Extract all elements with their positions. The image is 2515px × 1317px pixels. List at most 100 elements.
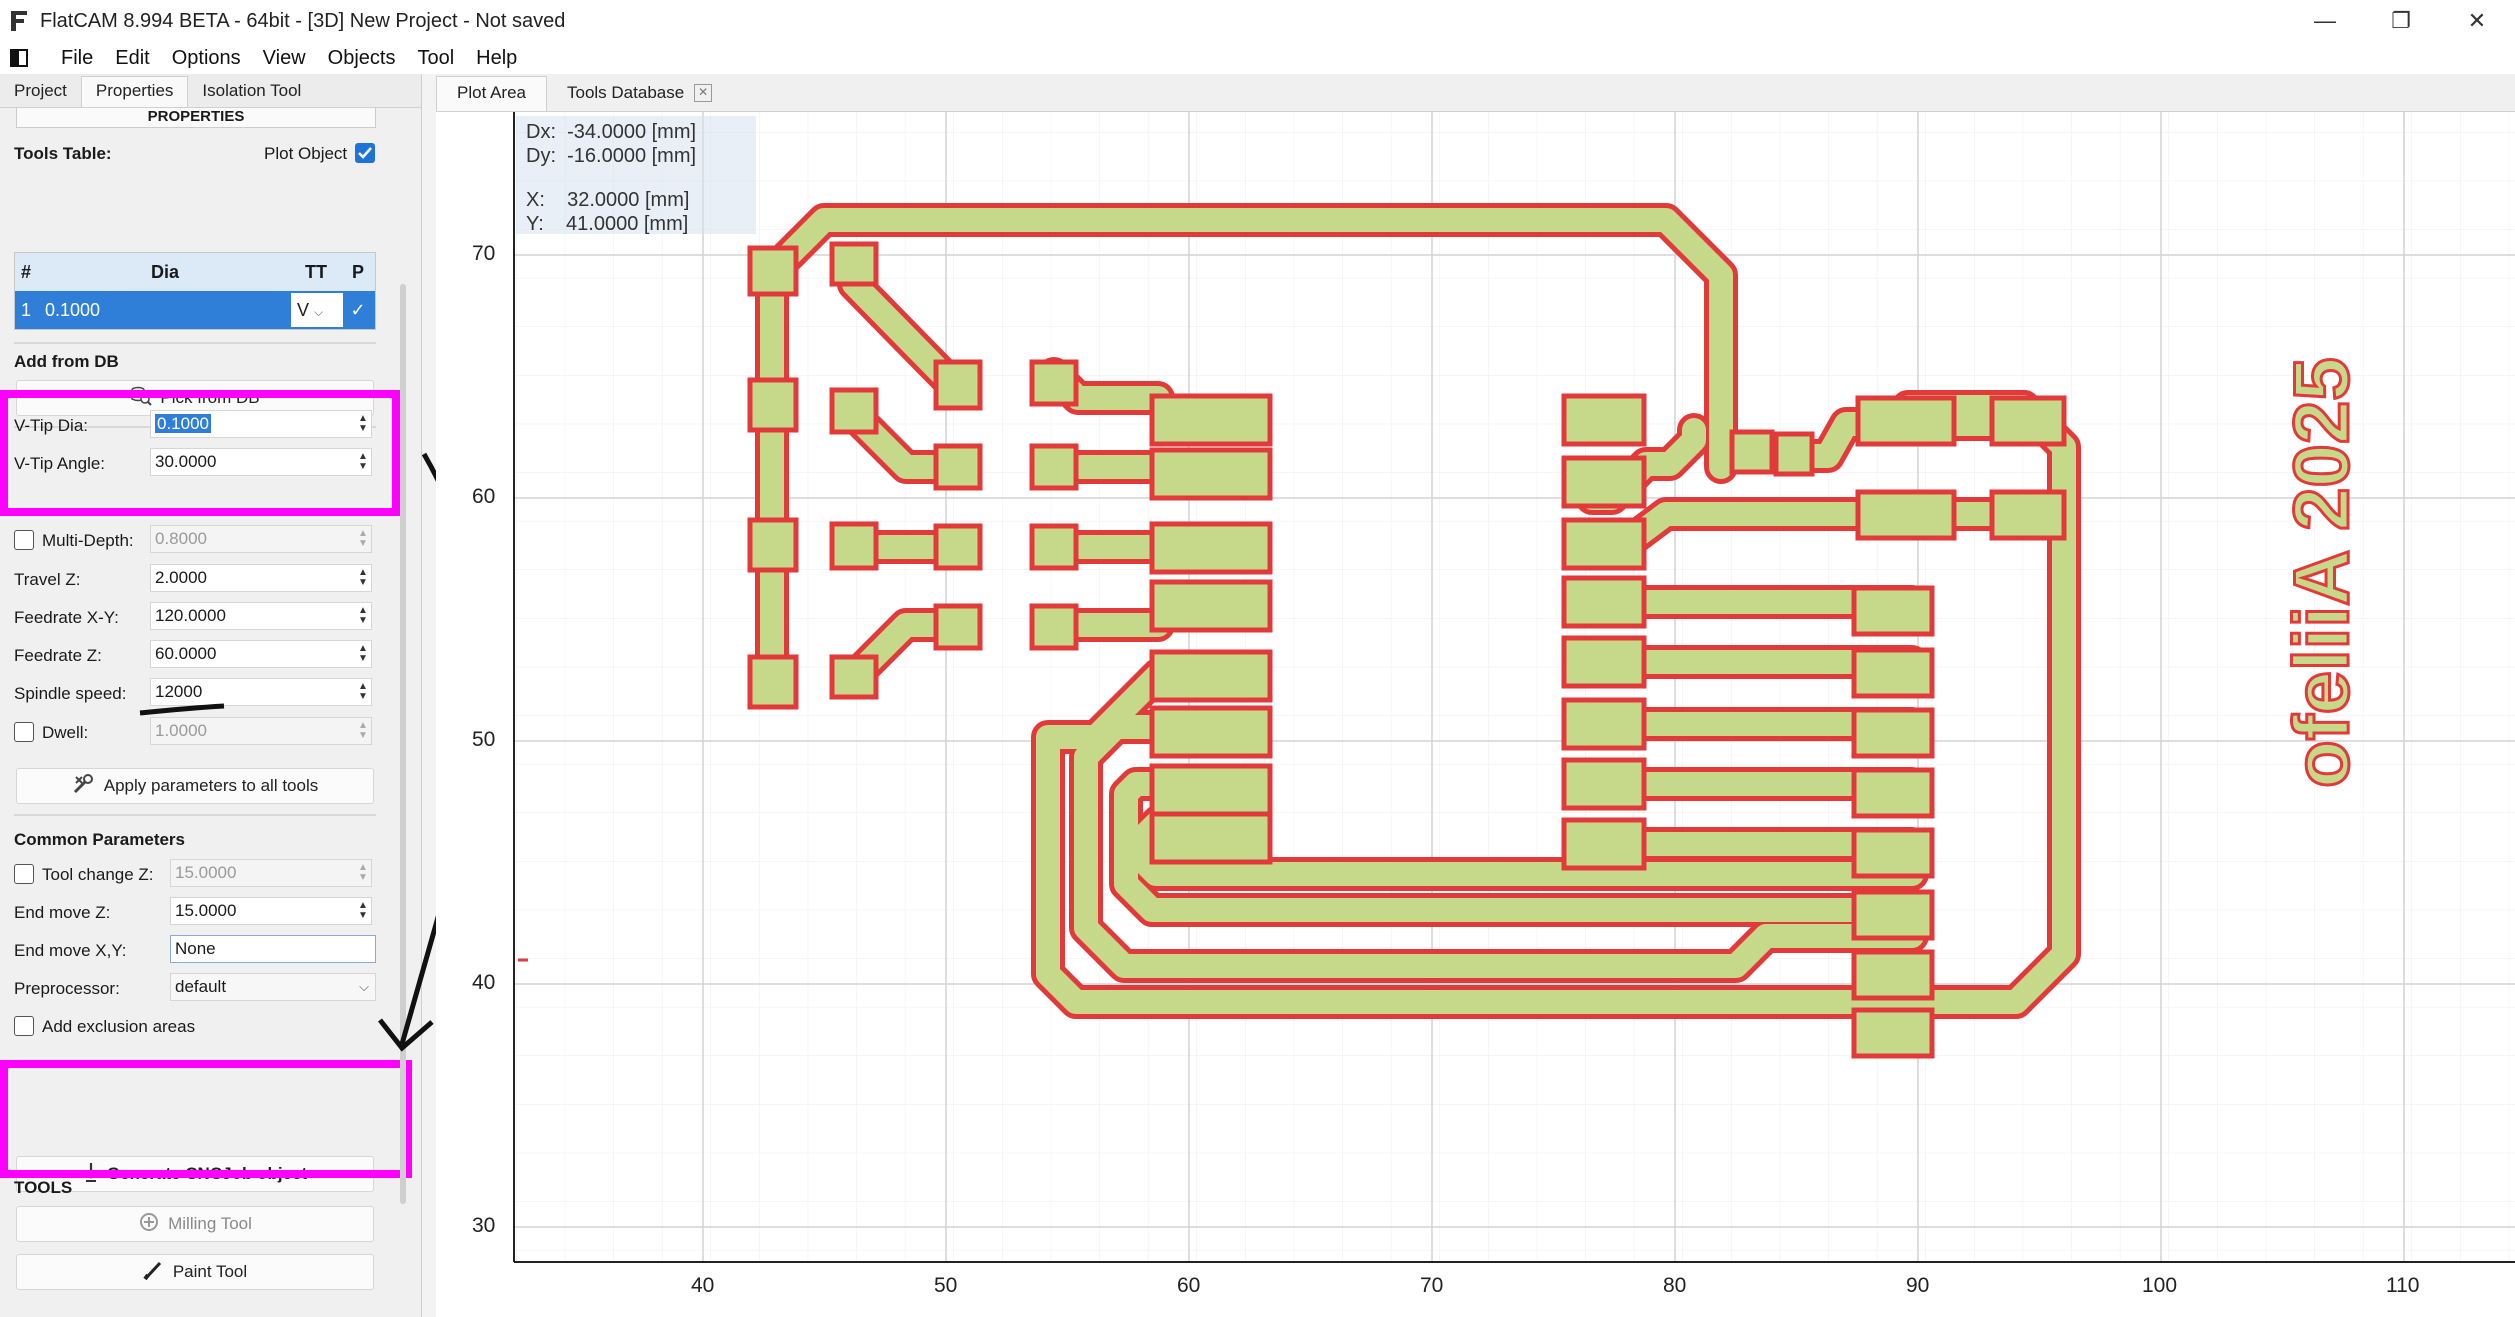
dwell-label: Dwell:: [42, 723, 89, 742]
vtip-dia-input[interactable]: 0.1000 ▲▼: [150, 410, 372, 438]
vtip-dia-label: V-Tip Dia:: [14, 416, 89, 435]
row-dia[interactable]: 0.1000: [45, 299, 101, 320]
menu-edit[interactable]: Edit: [115, 46, 150, 69]
tab-properties[interactable]: Properties: [80, 76, 189, 107]
feedrate-z-input[interactable]: 60.0000 ▲▼: [150, 640, 372, 668]
menu-file[interactable]: File: [61, 46, 94, 69]
end-move-z-input[interactable]: 15.0000 ▲▼: [170, 897, 372, 925]
y-tick-label: 50: [472, 728, 496, 751]
apply-parameters-button[interactable]: Apply parameters to all tools: [16, 768, 374, 804]
end-move-z-label: End move Z:: [14, 903, 111, 922]
stepper-icon[interactable]: ▲▼: [358, 643, 368, 664]
feedrate-z-label: Feedrate Z:: [14, 646, 102, 665]
plot-object-label: Plot Object: [264, 144, 348, 163]
title-bar: FlatCAM 8.994 BETA - 64bit - [3D] New Pr…: [0, 0, 2515, 42]
right-tabs: Plot Area Tools Database ✕: [436, 74, 2515, 112]
stepper-icon[interactable]: ▲▼: [358, 720, 368, 741]
plot-canvas[interactable]: ofeliiA 2025: [436, 112, 2515, 1317]
feedrate-xy-input[interactable]: 120.0000 ▲▼: [150, 602, 372, 630]
plot-area[interactable]: ofeliiA 2025 Dx: -34.0000 [mm] Dy: -16.0…: [436, 112, 2515, 1317]
coordinates-readout: Dx: -34.0000 [mm] Dy: -16.0000 [mm] X: 3…: [516, 116, 756, 235]
dwell-checkbox[interactable]: [14, 722, 34, 742]
tools-table: # Dia TT P 1 0.1000 V ⌵ ✓: [14, 252, 376, 330]
y-tick-label: 70: [472, 242, 496, 265]
dwell-input[interactable]: 1.0000 ▲▼: [150, 717, 372, 745]
milling-tool-button[interactable]: Milling Tool: [16, 1206, 374, 1242]
paint-tool-button[interactable]: Paint Tool: [16, 1254, 374, 1290]
row-tool-type-select[interactable]: V ⌵: [291, 293, 343, 327]
stepper-icon[interactable]: ▲▼: [358, 900, 368, 921]
properties-header[interactable]: PROPERTIES: [16, 108, 376, 128]
x-tick-label: 90: [1906, 1274, 1930, 1297]
tab-isolation-tool[interactable]: Isolation Tool: [202, 81, 302, 100]
add-from-db-title: Add from DB: [14, 352, 119, 371]
menu-tool[interactable]: Tool: [417, 46, 455, 69]
table-row[interactable]: 1 0.1000 V ⌵ ✓: [15, 291, 375, 329]
stepper-icon[interactable]: ▲▼: [358, 605, 368, 626]
vtip-angle-value: 30.0000: [155, 452, 217, 471]
menu-objects[interactable]: Objects: [327, 46, 396, 69]
highlight-box-generate: [0, 1060, 412, 1178]
left-panel-scrollbar[interactable]: [400, 284, 406, 1204]
left-tabs: Project Properties Isolation Tool: [0, 74, 421, 108]
chevron-down-icon: ⌵: [314, 305, 324, 319]
exclusion-areas-checkbox[interactable]: [14, 1016, 34, 1036]
menu-view[interactable]: View: [262, 46, 306, 69]
row-plot-check[interactable]: ✓: [350, 299, 366, 320]
spindle-speed-label: Spindle speed:: [14, 684, 127, 703]
milling-tool-label: Milling Tool: [168, 1214, 252, 1233]
col-num: #: [21, 261, 32, 282]
divider: [14, 342, 376, 344]
stepper-icon[interactable]: ▲▼: [358, 681, 368, 702]
coord-dy: Dy: -16.0000 [mm]: [526, 145, 697, 167]
restore-button[interactable]: ❐: [2391, 8, 2411, 33]
highlight-box-vtip: [0, 390, 400, 516]
tool-change-z-input[interactable]: 15.0000 ▲▼: [170, 859, 372, 887]
stepper-icon[interactable]: ▲▼: [358, 413, 368, 434]
col-tt: TT: [305, 261, 327, 282]
end-move-xy-input[interactable]: None: [170, 935, 376, 963]
common-parameters-title: Common Parameters: [14, 830, 186, 849]
multi-depth-label: Multi-Depth:: [42, 531, 134, 550]
tab-plot-area[interactable]: Plot Area: [436, 76, 547, 111]
menu-help[interactable]: Help: [476, 46, 518, 69]
paint-brush-icon: [143, 1259, 165, 1286]
multi-depth-checkbox[interactable]: [14, 530, 34, 550]
multi-depth-input[interactable]: 0.8000 ▲▼: [150, 525, 372, 553]
vtip-angle-input[interactable]: 30.0000 ▲▼: [150, 448, 372, 476]
travel-z-value: 2.0000: [155, 568, 207, 587]
x-tick-label: 80: [1663, 1274, 1687, 1297]
stepper-icon[interactable]: ▲▼: [358, 528, 368, 549]
dock-toggle-icon[interactable]: [10, 49, 28, 67]
stepper-icon[interactable]: ▲▼: [358, 862, 368, 883]
tab-tools-database-label: Tools Database: [567, 83, 685, 102]
vtip-dia-value: 0.1000: [155, 414, 211, 433]
close-tab-icon[interactable]: ✕: [694, 84, 713, 102]
plot-object-checkbox[interactable]: [355, 143, 375, 163]
x-tick-label: 60: [1177, 1274, 1201, 1297]
close-button[interactable]: ✕: [2467, 8, 2487, 33]
x-tick-label: 40: [691, 1274, 715, 1297]
chevron-down-icon: ⌵: [359, 979, 369, 994]
tab-plot-area-label: Plot Area: [457, 83, 526, 102]
minimize-button[interactable]: —: [2314, 8, 2336, 33]
travel-z-input[interactable]: 2.0000 ▲▼: [150, 564, 372, 592]
tool-change-z-checkbox[interactable]: [14, 864, 34, 884]
spindle-speed-input[interactable]: 12000 ▲▼: [150, 678, 372, 706]
tab-project[interactable]: Project: [14, 81, 67, 100]
preprocessor-select[interactable]: default ⌵: [170, 973, 376, 1001]
row-num: 1: [21, 299, 32, 320]
end-move-z-value: 15.0000: [175, 901, 237, 920]
menu-bar: File Edit Options View Objects Tool Help: [0, 42, 2515, 74]
stepper-icon[interactable]: ▲▼: [358, 567, 368, 588]
board-text: ofeliiA 2025: [2277, 357, 2365, 788]
tab-tools-database[interactable]: Tools Database ✕: [547, 83, 732, 111]
y-tick-label: 40: [472, 971, 496, 994]
menu-options[interactable]: Options: [171, 46, 241, 69]
stepper-icon[interactable]: ▲▼: [358, 451, 368, 472]
x-tick-label: 50: [934, 1274, 958, 1297]
x-tick-label: 70: [1420, 1274, 1444, 1297]
vtip-angle-label: V-Tip Angle:: [14, 454, 106, 473]
coord-x: X: 32.0000 [mm]: [526, 189, 690, 211]
end-move-xy-label: End move X,Y:: [14, 941, 127, 960]
